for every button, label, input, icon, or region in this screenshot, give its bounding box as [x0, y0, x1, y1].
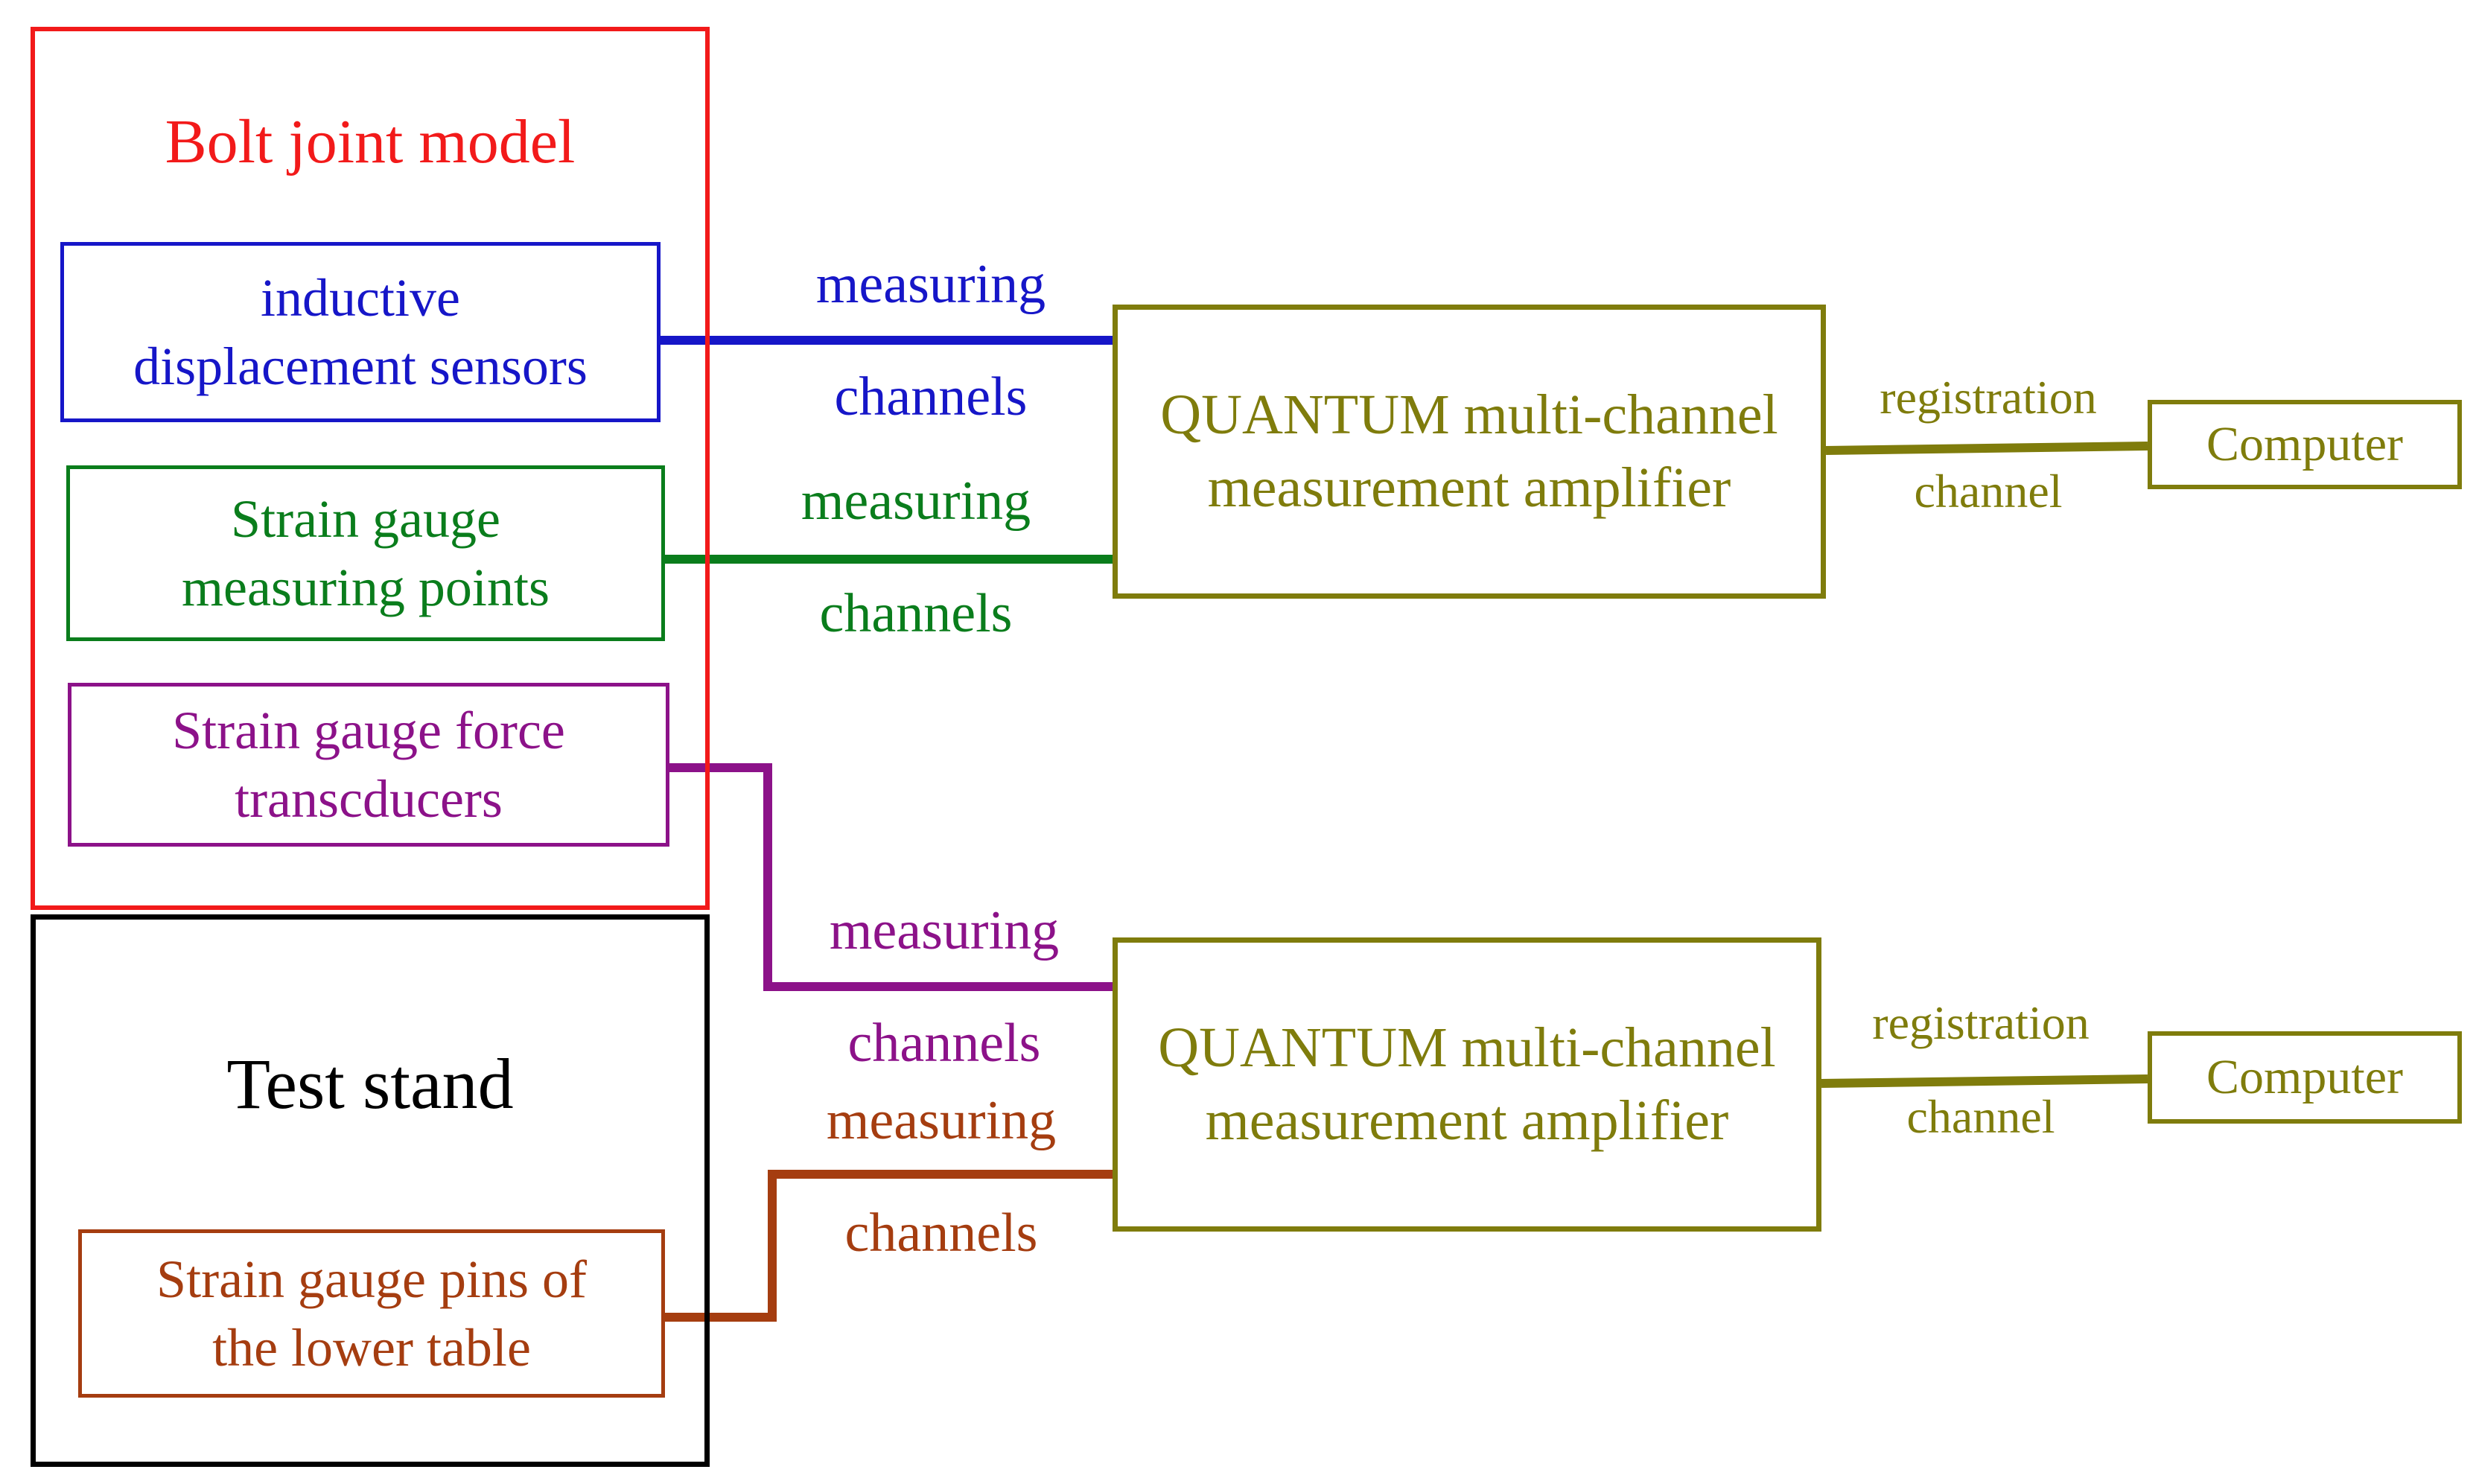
inductive-sensors-line-2: displacement sensors — [133, 337, 588, 396]
strain-channels-line-2: channels — [819, 583, 1013, 644]
test-stand-title: Test stand — [226, 1044, 514, 1124]
measuring-channels-label-force: measuring channels — [788, 903, 1101, 1071]
test-stand-frame: Test stand — [31, 914, 710, 1467]
lower-table-pins-line-1: Strain gauge pins of — [156, 1249, 587, 1309]
registration-top-line-1: registration — [1880, 371, 2097, 424]
lower-table-pins-box: Strain gauge pins of the lower table — [78, 1229, 665, 1398]
bolt-joint-model-title: Bolt joint model — [165, 107, 576, 176]
force-transducers-line-1: Strain gauge force — [172, 700, 565, 760]
connector-registration-bottom — [1821, 1074, 2148, 1088]
registration-bottom-line-1: registration — [1872, 996, 2090, 1049]
quantum-amplifier-bottom-box: QUANTUM multi-channel measurement amplif… — [1113, 937, 1821, 1232]
quantum-amplifier-top-box: QUANTUM multi-channel measurement amplif… — [1113, 305, 1826, 599]
connector-lower-table-pins — [665, 1170, 1114, 1322]
strain-channels-line-1: measuring — [801, 471, 1031, 532]
computer-bottom-label: Computer — [2206, 1049, 2403, 1104]
pins-channels-line-1: measuring — [826, 1090, 1057, 1151]
registration-channel-label-bottom: registration channel — [1836, 999, 2126, 1141]
connector-force-transducers — [669, 763, 1114, 991]
strain-gauge-points-line-1: Strain gauge — [231, 488, 500, 549]
registration-bottom-line-2: channel — [1906, 1090, 2055, 1143]
force-transducers-line-2: transcducers — [235, 769, 503, 829]
measuring-channels-label-strain: measuring channels — [760, 474, 1072, 641]
strain-gauge-points-line-2: measuring points — [182, 558, 550, 617]
strain-gauge-force-transducers-box: Strain gauge force transcducers — [68, 683, 669, 847]
computer-top-box: Computer — [2148, 400, 2462, 489]
amplifier-top-line-1: QUANTUM multi-channel — [1160, 383, 1778, 447]
computer-top-label: Computer — [2206, 416, 2403, 471]
registration-channel-label-top: registration channel — [1843, 374, 2133, 515]
computer-bottom-box: Computer — [2148, 1031, 2462, 1124]
amplifier-bottom-line-1: QUANTUM multi-channel — [1158, 1016, 1776, 1080]
measuring-channels-label-inductive: measuring channels — [774, 257, 1087, 424]
lower-table-pins-line-2: the lower table — [212, 1318, 531, 1378]
amplifier-top-line-2: measurement amplifier — [1207, 456, 1731, 519]
pins-channels-line-2: channels — [844, 1203, 1038, 1264]
inductive-channels-line-1: measuring — [815, 254, 1046, 315]
connector-registration-top — [1825, 442, 2148, 455]
force-channels-line-1: measuring — [829, 900, 1060, 961]
registration-top-line-2: channel — [1914, 465, 2063, 518]
bolt-joint-model-frame: Bolt joint model — [31, 27, 710, 910]
measuring-channels-label-pins: measuring channels — [785, 1093, 1098, 1261]
force-channels-line-2: channels — [847, 1013, 1041, 1074]
inductive-channels-line-2: channels — [834, 366, 1028, 427]
strain-gauge-measuring-points-box: Strain gauge measuring points — [66, 465, 665, 641]
inductive-displacement-sensors-box: inductive displacement sensors — [60, 242, 661, 422]
amplifier-bottom-line-2: measurement amplifier — [1205, 1089, 1729, 1152]
inductive-sensors-line-1: inductive — [261, 267, 460, 328]
